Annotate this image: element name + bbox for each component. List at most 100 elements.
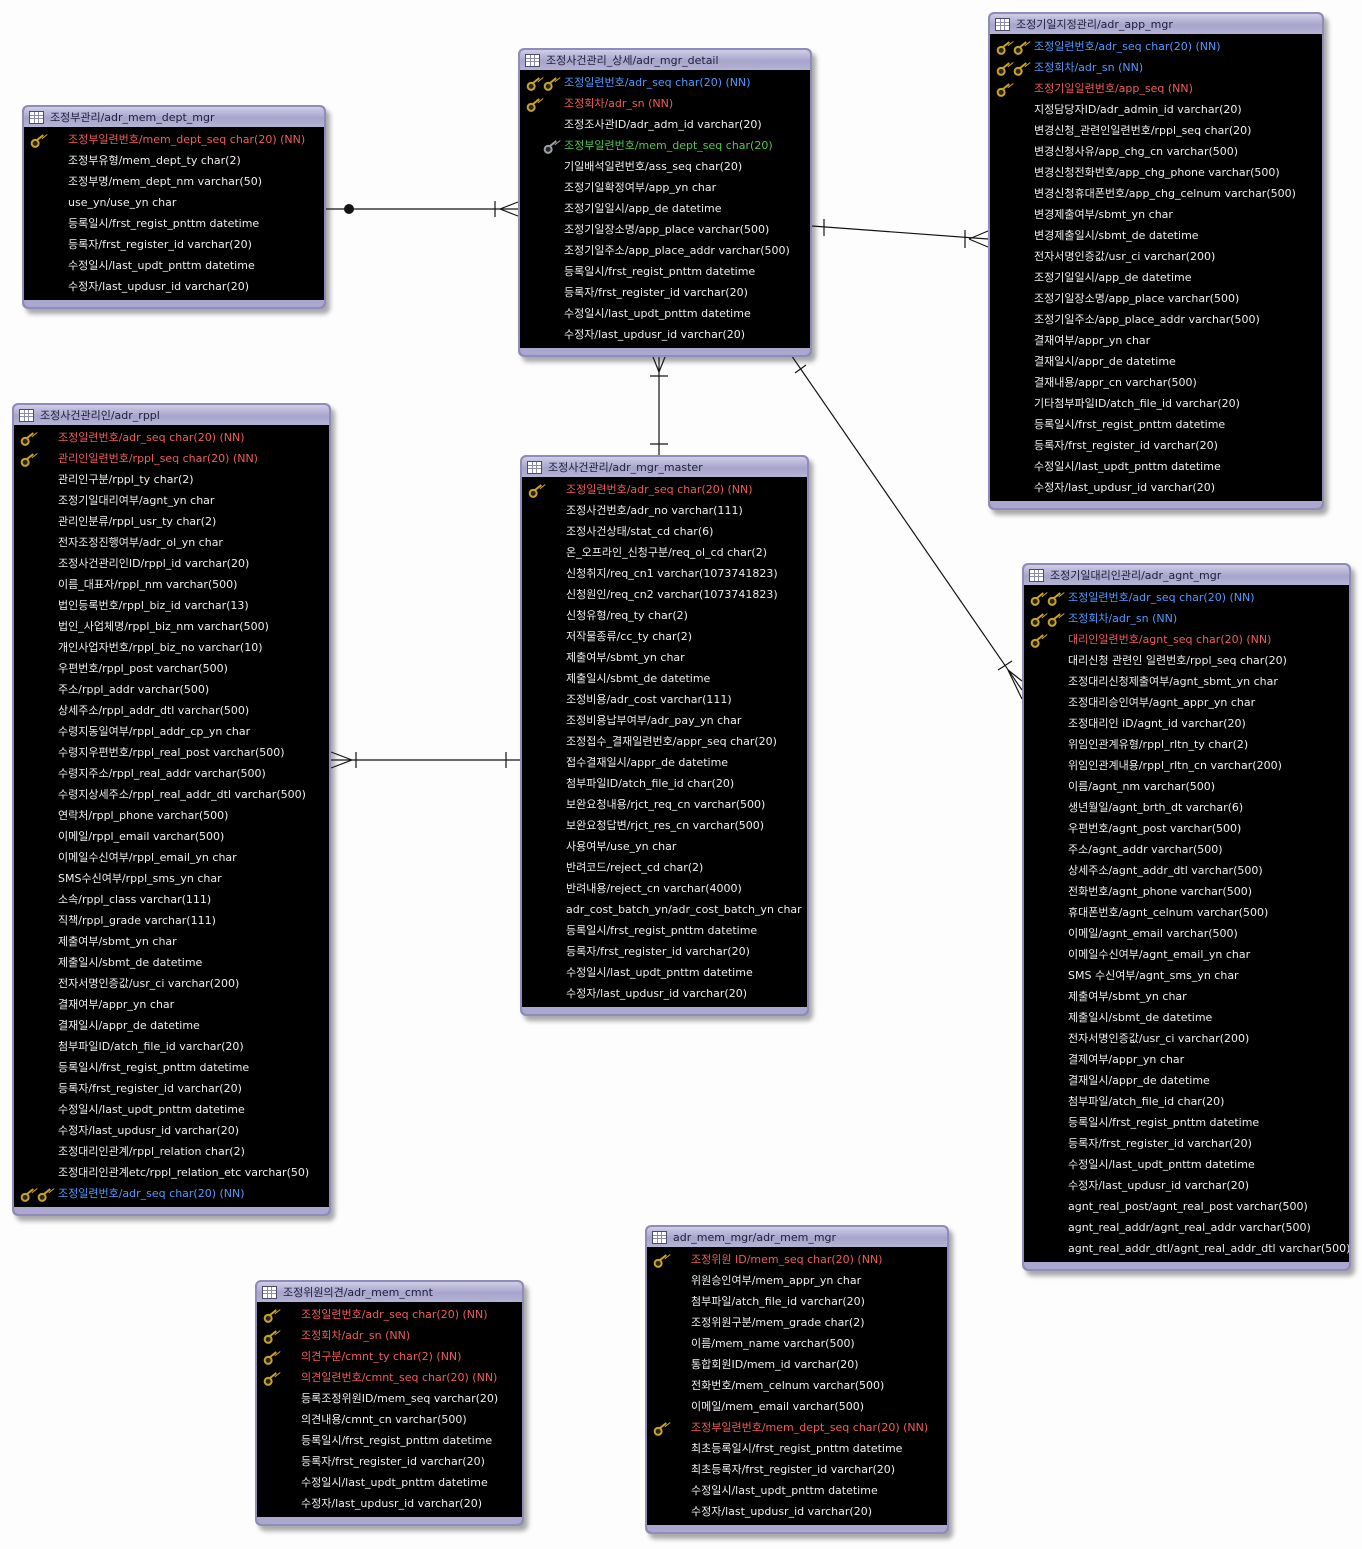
field-row[interactable]: 상세주소/rppl_addr_dtl varchar(500) bbox=[14, 700, 329, 721]
field-row[interactable]: 조정조사관ID/adr_adm_id varchar(20) bbox=[520, 114, 810, 135]
field-row[interactable]: 조정기일일시/app_de datetime bbox=[990, 267, 1322, 288]
relationship-line-adr_mgr_detail__adr_agnt_mgr[interactable] bbox=[1007, 669, 1023, 682]
field-row[interactable]: 법인_사업체명/rppl_biz_nm varchar(500) bbox=[14, 616, 329, 637]
field-row[interactable]: agnt_real_addr/agnt_real_addr varchar(50… bbox=[1024, 1217, 1349, 1238]
field-row[interactable]: 직책/rppl_grade varchar(111) bbox=[14, 910, 329, 931]
field-row[interactable]: 조정부일련번호/mem_dept_seq char(20) bbox=[520, 135, 810, 156]
field-row[interactable]: 법인등록번호/rppl_biz_id varchar(13) bbox=[14, 595, 329, 616]
field-row[interactable]: SMS 수신여부/agnt_sms_yn char bbox=[1024, 965, 1349, 986]
relationship-line-adr_mem_dept_mgr__adr_mgr_detail[interactable] bbox=[499, 208, 519, 217]
field-row[interactable]: use_yn/use_yn char bbox=[24, 192, 324, 213]
field-row[interactable]: 전자서명인증값/usr_ci varchar(200) bbox=[990, 246, 1322, 267]
field-row[interactable]: 결재여부/appr_yn char bbox=[990, 330, 1322, 351]
field-row[interactable]: 변경제출일시/sbmt_de datetime bbox=[990, 225, 1322, 246]
field-row[interactable]: 조정일련번호/adr_seq char(20) (NN) bbox=[990, 36, 1322, 57]
entity-header[interactable]: 조정사건관리_상세/adr_mgr_detail bbox=[520, 50, 810, 70]
field-row[interactable]: 조정회차/adr_sn (NN) bbox=[520, 93, 810, 114]
field-row[interactable]: 결재일시/appr_de datetime bbox=[14, 1015, 329, 1036]
field-row[interactable]: 수정일시/last_updt_pnttm datetime bbox=[14, 1099, 329, 1120]
field-row[interactable]: 수령지주소/rppl_real_addr varchar(500) bbox=[14, 763, 329, 784]
field-row[interactable]: 등록일시/frst_regist_pnttm datetime bbox=[990, 414, 1322, 435]
field-row[interactable]: 전자조정진행여부/adr_ol_yn char bbox=[14, 532, 329, 553]
entity-header[interactable]: 조정부관리/adr_mem_dept_mgr bbox=[24, 107, 324, 127]
field-row[interactable]: 등록일시/frst_regist_pnttm datetime bbox=[14, 1057, 329, 1078]
field-row[interactable]: 주소/agnt_addr varchar(500) bbox=[1024, 839, 1349, 860]
field-row[interactable]: 조정기일대리여부/agnt_yn char bbox=[14, 490, 329, 511]
field-row[interactable]: 신청유형/req_ty char(2) bbox=[522, 605, 807, 626]
field-row[interactable]: 조정회차/adr_sn (NN) bbox=[1024, 608, 1349, 629]
relationship-line-adr_mgr_detail__adr_app_mgr[interactable] bbox=[968, 230, 989, 240]
field-row[interactable]: 조정부유형/mem_dept_ty char(2) bbox=[24, 150, 324, 171]
relationship-line-adr_rppl__adr_mgr_master[interactable] bbox=[330, 751, 353, 761]
field-row[interactable]: 이름/mem_name varchar(500) bbox=[647, 1333, 947, 1354]
relationship-line-adr_mgr_detail__adr_agnt_mgr[interactable] bbox=[1007, 669, 1023, 700]
field-row[interactable]: 수정자/last_updusr_id varchar(20) bbox=[257, 1493, 522, 1514]
field-row[interactable]: 주소/rppl_addr varchar(500) bbox=[14, 679, 329, 700]
field-row[interactable]: 제출일시/sbmt_de datetime bbox=[1024, 1007, 1349, 1028]
field-row[interactable]: 수정일시/last_updt_pnttm datetime bbox=[257, 1472, 522, 1493]
relationship-line-adr_mgr_detail__adr_agnt_mgr[interactable] bbox=[997, 660, 1013, 671]
field-row[interactable]: 사용여부/use_yn char bbox=[522, 836, 807, 857]
entity-header[interactable]: 조정기일지정관리/adr_app_mgr bbox=[990, 14, 1322, 34]
field-row[interactable]: 보완요청내용/rjct_req_cn varchar(500) bbox=[522, 794, 807, 815]
field-row[interactable]: 결제여부/appr_yn char bbox=[1024, 1049, 1349, 1070]
field-row[interactable]: 기일배석일련번호/ass_seq char(20) bbox=[520, 156, 810, 177]
field-row[interactable]: 통합회원ID/mem_id varchar(20) bbox=[647, 1354, 947, 1375]
field-row[interactable]: 조정부명/mem_dept_nm varchar(50) bbox=[24, 171, 324, 192]
field-row[interactable]: 조정사건관리인ID/rppl_id varchar(20) bbox=[14, 553, 329, 574]
entity-header[interactable]: 조정사건관리/adr_mgr_master bbox=[522, 457, 807, 477]
field-row[interactable]: 반려코드/reject_cd char(2) bbox=[522, 857, 807, 878]
field-row[interactable]: 변경신청_관련인일련번호/rppl_seq char(20) bbox=[990, 120, 1322, 141]
field-row[interactable]: 수정자/last_updusr_id varchar(20) bbox=[14, 1120, 329, 1141]
field-row[interactable]: 접수결재일시/appr_de datetime bbox=[522, 752, 807, 773]
field-row[interactable]: 수정자/last_updusr_id varchar(20) bbox=[520, 324, 810, 345]
field-row[interactable]: 결재여부/appr_yn char bbox=[14, 994, 329, 1015]
field-row[interactable]: 대리인일련번호/agnt_seq char(20) (NN) bbox=[1024, 629, 1349, 650]
field-row[interactable]: 우편번호/rppl_post varchar(500) bbox=[14, 658, 329, 679]
field-row[interactable]: 수정자/last_updusr_id varchar(20) bbox=[1024, 1175, 1349, 1196]
field-row[interactable]: 수령지동일여부/rppl_addr_cp_yn char bbox=[14, 721, 329, 742]
field-row[interactable]: 변경신청전화번호/app_chg_phone varchar(500) bbox=[990, 162, 1322, 183]
entity-header[interactable]: adr_mem_mgr/adr_mem_mgr bbox=[647, 1227, 947, 1247]
field-row[interactable]: 우편번호/agnt_post varchar(500) bbox=[1024, 818, 1349, 839]
field-row[interactable]: 조정대리인관계etc/rppl_relation_etc varchar(50) bbox=[14, 1162, 329, 1183]
field-row[interactable]: 등록일시/frst_regist_pnttm datetime bbox=[1024, 1112, 1349, 1133]
field-row[interactable]: 휴대폰번호/agnt_celnum varchar(500) bbox=[1024, 902, 1349, 923]
field-row[interactable]: 수령지우편번호/rppl_real_post varchar(500) bbox=[14, 742, 329, 763]
field-row[interactable]: 수정자/last_updusr_id varchar(20) bbox=[24, 276, 324, 297]
field-row[interactable]: 조정기일주소/app_place_addr varchar(500) bbox=[990, 309, 1322, 330]
field-row[interactable]: 관리인일련번호/rppl_seq char(20) (NN) bbox=[14, 448, 329, 469]
field-row[interactable]: 첨부파일/atch_file_id char(20) bbox=[1024, 1091, 1349, 1112]
field-row[interactable]: 조정위원구분/mem_grade char(2) bbox=[647, 1312, 947, 1333]
field-row[interactable]: 이름/agnt_nm varchar(500) bbox=[1024, 776, 1349, 797]
field-row[interactable]: 의견일련번호/cmnt_seq char(20) (NN) bbox=[257, 1367, 522, 1388]
field-row[interactable]: agnt_real_addr_dtl/agnt_real_addr_dtl va… bbox=[1024, 1238, 1349, 1259]
relationship-line-adr_mgr_detail__adr_agnt_mgr[interactable] bbox=[794, 364, 807, 374]
entity-header[interactable]: 조정위원의견/adr_mem_cmnt bbox=[257, 1282, 522, 1302]
field-row[interactable]: 조정기일확정여부/app_yn char bbox=[520, 177, 810, 198]
field-row[interactable]: 등록자/frst_register_id varchar(20) bbox=[1024, 1133, 1349, 1154]
field-row[interactable]: 지정담당자ID/adr_admin_id varchar(20) bbox=[990, 99, 1322, 120]
field-row[interactable]: 최초등록일시/frst_regist_pnttm datetime bbox=[647, 1438, 947, 1459]
field-row[interactable]: 수정일시/last_updt_pnttm datetime bbox=[647, 1480, 947, 1501]
field-row[interactable]: 조정일련번호/adr_seq char(20) (NN) bbox=[257, 1304, 522, 1325]
field-row[interactable]: 위임인관계내용/rppl_rltn_cn varchar(200) bbox=[1024, 755, 1349, 776]
field-row[interactable]: 등록자/frst_register_id varchar(20) bbox=[990, 435, 1322, 456]
field-row[interactable]: 첨부파일ID/atch_file_id char(20) bbox=[522, 773, 807, 794]
field-row[interactable]: 조정기일주소/app_place_addr varchar(500) bbox=[520, 240, 810, 261]
field-row[interactable]: 이름_대표자/rppl_nm varchar(500) bbox=[14, 574, 329, 595]
field-row[interactable]: 등록조정위원ID/mem_seq varchar(20) bbox=[257, 1388, 522, 1409]
field-row[interactable]: 결재일시/appr_de datetime bbox=[990, 351, 1322, 372]
field-row[interactable]: 조정기일일시/app_de datetime bbox=[520, 198, 810, 219]
field-row[interactable]: 변경신청휴대폰번호/app_chg_celnum varchar(500) bbox=[990, 183, 1322, 204]
field-row[interactable]: 조정사건번호/adr_no varchar(111) bbox=[522, 500, 807, 521]
relationship-line-adr_mgr_detail__adr_app_mgr[interactable] bbox=[811, 225, 989, 240]
